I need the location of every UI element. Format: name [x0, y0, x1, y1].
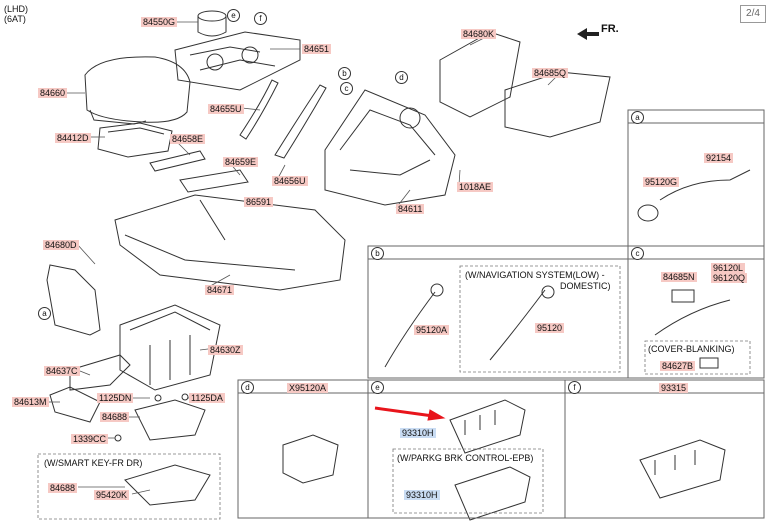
part-84680D[interactable]: 84680D [43, 240, 79, 250]
part-92154[interactable]: 92154 [704, 153, 734, 163]
section-c-marker: c [631, 247, 644, 260]
part-84637C[interactable]: 84637C [44, 366, 80, 376]
part-93310H[interactable]: 93310H [400, 428, 436, 438]
part-84658E[interactable]: 84658E [170, 134, 206, 144]
cup-holder-drawing [197, 10, 227, 22]
note-parking-brake: (W/PARKG BRK CONTROL-EPB) [397, 453, 534, 463]
part-86591[interactable]: 86591 [244, 197, 274, 207]
part-84656U[interactable]: 84656U [272, 176, 308, 186]
part-84550G[interactable]: 84550G [141, 17, 178, 27]
note-cover-blanking: (COVER-BLANKING) [648, 344, 735, 354]
bin-drawing [119, 304, 221, 391]
armrest-drawing [84, 56, 191, 123]
section-e-marker: e [371, 381, 384, 394]
part-1125DN[interactable]: 1125DN [97, 393, 134, 403]
front-direction-arrow [577, 28, 599, 40]
part-84613M[interactable]: 84613M [12, 397, 49, 407]
part-95120A[interactable]: 95120A [414, 325, 450, 335]
part-93310H-epb[interactable]: 93310H [404, 490, 440, 500]
part-1125DA[interactable]: 1125DA [189, 393, 225, 403]
header-lhd: (LHD) [4, 4, 28, 14]
note-smart-key: (W/SMART KEY-FR DR) [44, 458, 143, 468]
part-84688-smartkey[interactable]: 84688 [48, 483, 78, 493]
note-navigation: (W/NAVIGATION SYSTEM(LOW) - [465, 270, 605, 280]
section-f-marker: f [568, 381, 581, 394]
part-84659E[interactable]: 84659E [223, 157, 259, 167]
part-X95120A[interactable]: X95120A [287, 383, 329, 393]
console-tray-drawing [174, 31, 301, 91]
page-indicator[interactable]: 2/4 [740, 5, 766, 23]
callout-d-top[interactable]: d [395, 71, 408, 84]
lower-console-drawing [114, 194, 346, 291]
part-84671[interactable]: 84671 [205, 285, 235, 295]
part-84412D[interactable]: 84412D [55, 133, 91, 143]
header-6at: (6AT) [4, 14, 26, 24]
callout-f-top[interactable]: f [254, 12, 267, 25]
part-95120[interactable]: 95120 [535, 323, 565, 333]
section-d-marker: d [241, 381, 254, 394]
callout-a-top[interactable]: a [38, 307, 51, 320]
part-84685Q[interactable]: 84685Q [532, 68, 569, 78]
part-95120G[interactable]: 95120G [643, 177, 680, 187]
switch-assembly-drawing [449, 399, 526, 454]
part-96120Q[interactable]: 96120Q [711, 273, 748, 283]
console-body-drawing [324, 89, 456, 206]
part-96120L[interactable]: 96120L [711, 263, 746, 273]
storage-tray-drawing [97, 122, 173, 158]
section-b-marker: b [371, 247, 384, 260]
part-84680K[interactable]: 84680K [461, 29, 497, 39]
part-84685N[interactable]: 84685N [661, 272, 697, 282]
part-93315[interactable]: 93315 [659, 383, 689, 393]
part-95420K[interactable]: 95420K [94, 490, 130, 500]
section-a-marker: a [631, 111, 644, 124]
part-1018AE[interactable]: 1018AE [457, 182, 494, 192]
note-navigation-domestic: DOMESTIC) [560, 281, 611, 291]
front-direction-label: FR. [601, 23, 619, 35]
highlight-arrow [374, 406, 434, 418]
part-84651[interactable]: 84651 [302, 44, 332, 54]
callout-b-top[interactable]: b [338, 67, 351, 80]
callout-e-top[interactable]: e [227, 9, 240, 22]
part-84627B[interactable]: 84627B [660, 361, 696, 371]
part-1339CC[interactable]: 1339CC [71, 434, 109, 444]
part-84630Z[interactable]: 84630Z [208, 345, 243, 355]
part-84688[interactable]: 84688 [100, 412, 130, 422]
part-84611[interactable]: 84611 [396, 204, 425, 214]
callout-c-top[interactable]: c [340, 82, 353, 95]
part-84660[interactable]: 84660 [38, 88, 68, 98]
part-84655U[interactable]: 84655U [208, 104, 244, 114]
